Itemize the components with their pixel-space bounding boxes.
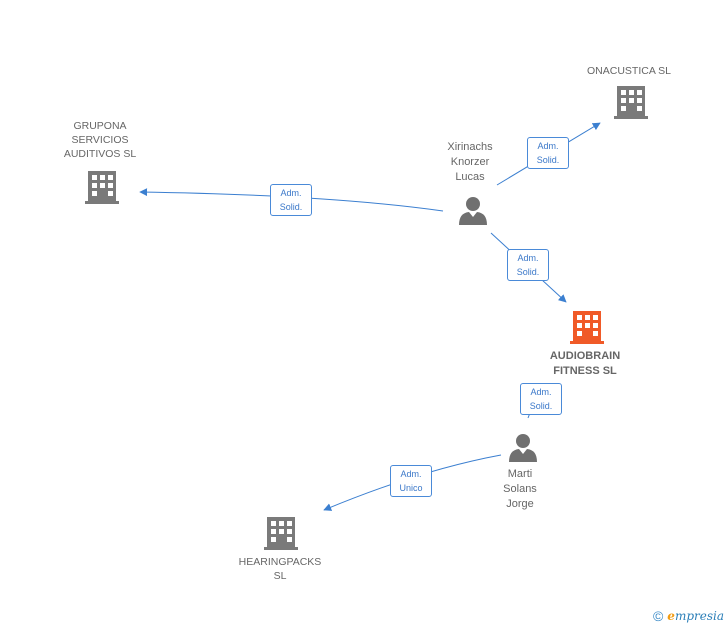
brand-logo: empresia: [667, 609, 724, 623]
company-label-grupona[interactable]: GRUPONA SERVICIOS AUDITIVOS SL: [40, 119, 160, 161]
edge-label-onacustica: Adm. Solid.: [527, 137, 569, 169]
edge-label-marti-audiobrain: Adm. Solid.: [520, 383, 562, 415]
footer-brand[interactable]: © empresia: [653, 608, 724, 624]
role-line: Solid.: [279, 202, 303, 212]
person-icon[interactable]: [507, 432, 539, 462]
building-icon[interactable]: [570, 309, 604, 345]
edge-label-grupona: Adm. Solid.: [270, 184, 312, 216]
edge-label-audiobrain: Adm. Solid.: [507, 249, 549, 281]
company-name-line: AUDITIVOS SL: [63, 148, 137, 160]
brand-logo-initial: e: [667, 609, 675, 623]
company-name-line: SL: [273, 570, 287, 582]
edge-label-hearingpacks: Adm. Unico: [390, 465, 432, 497]
role-line: Adm.: [530, 387, 552, 397]
company-name-line: GRUPONA: [73, 120, 127, 132]
role-line: Solid.: [516, 267, 540, 277]
person-label-xirinachs[interactable]: Xirinachs Knorzer Lucas: [420, 140, 520, 185]
company-label-audiobrain[interactable]: AUDIOBRAIN FITNESS SL: [525, 349, 645, 379]
building-icon[interactable]: [264, 515, 298, 551]
role-line: Adm.: [280, 188, 302, 198]
building-icon[interactable]: [85, 169, 119, 205]
company-name-line: ONACUSTICA SL: [586, 65, 672, 77]
person-name-line: Knorzer: [450, 156, 490, 168]
person-name-line: Lucas: [455, 171, 485, 183]
role-line: Unico: [399, 483, 423, 493]
building-icon[interactable]: [614, 84, 648, 120]
role-line: Solid.: [536, 155, 560, 165]
company-name-line: HEARINGPACKS: [238, 556, 322, 568]
role-line: Adm.: [400, 469, 422, 479]
person-name-line: Xirinachs: [447, 141, 493, 153]
person-label-marti[interactable]: Marti Solans Jorge: [470, 467, 570, 512]
company-name-line: SERVICIOS: [71, 134, 129, 146]
copyright-symbol: ©: [652, 608, 664, 624]
person-name-line: Marti: [507, 468, 533, 480]
company-name-line: AUDIOBRAIN: [549, 350, 621, 362]
company-label-onacustica[interactable]: ONACUSTICA SL: [569, 64, 689, 78]
role-line: Adm.: [537, 141, 559, 151]
role-line: Solid.: [529, 401, 553, 411]
person-name-line: Solans: [503, 483, 537, 495]
company-name-line: FITNESS SL: [553, 365, 617, 377]
role-line: Adm.: [517, 253, 539, 263]
brand-logo-text: mpresia: [674, 609, 724, 623]
person-name-line: Jorge: [506, 498, 534, 510]
company-label-hearingpacks[interactable]: HEARINGPACKS SL: [220, 555, 340, 583]
person-icon[interactable]: [457, 195, 489, 225]
